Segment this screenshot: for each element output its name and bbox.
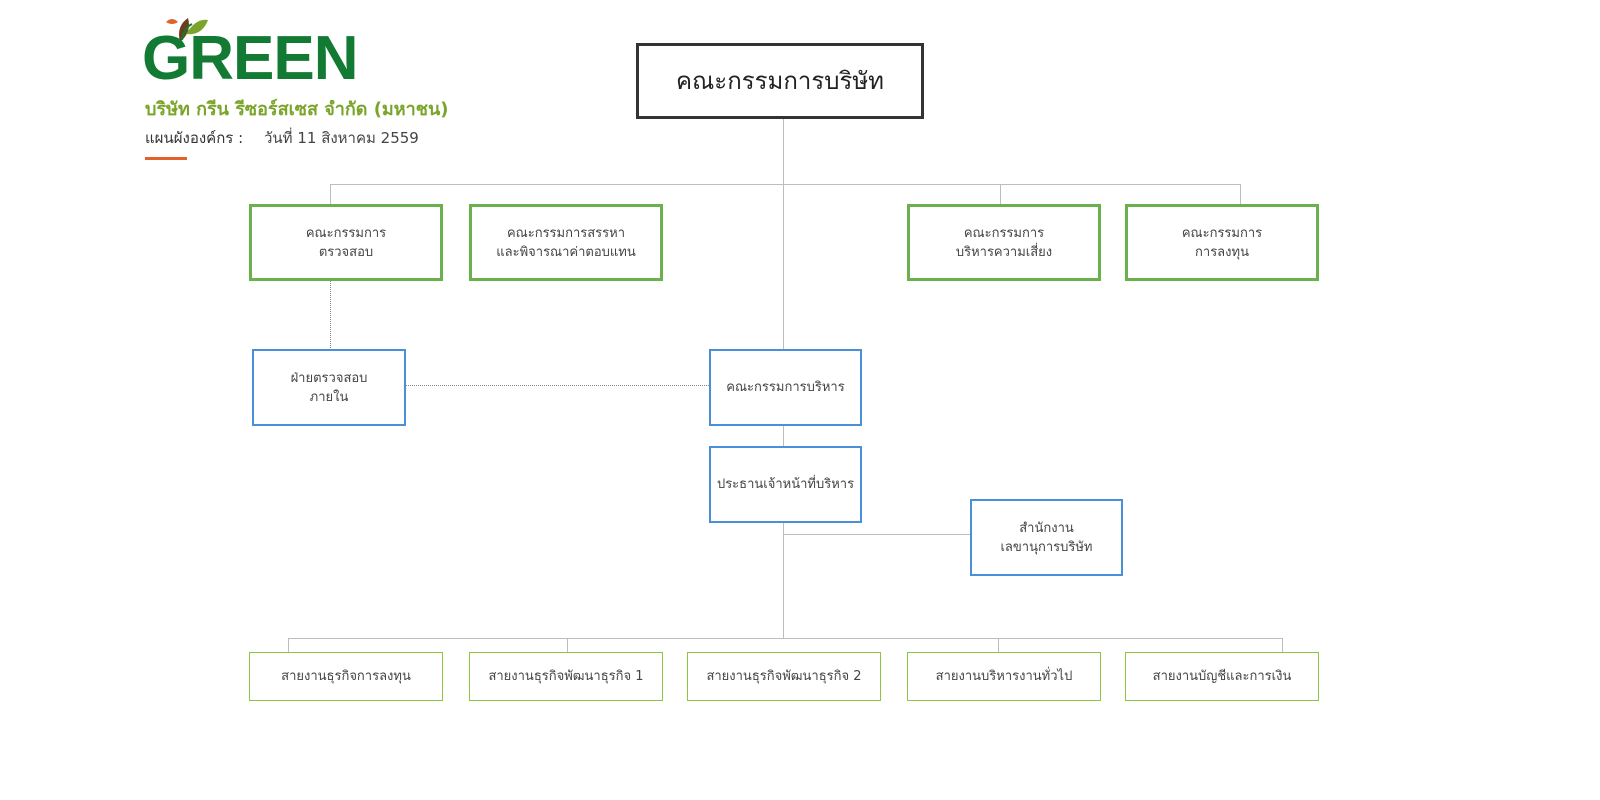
logo-wordmark: GREEN [142, 24, 358, 93]
box-line: สายงานธุรกิจพัฒนาธุรกิจ 2 [706, 669, 862, 684]
box-line: สายงานธุรกิจการลงทุน [281, 669, 411, 684]
chart-date: วันที่ 11 สิงหาคม 2559 [264, 129, 419, 147]
connector-line [1000, 184, 1001, 205]
box-line: บริหารความเสี่ยง [955, 244, 1053, 260]
board-of-directors-box: คณะกรรมการบริษัท [636, 43, 924, 119]
box-line: ตรวจสอบ [318, 244, 374, 260]
company-secretary-box: สำนักงาน เลขานุการบริษัท [970, 499, 1123, 576]
audit-committee-box: คณะกรรมการ ตรวจสอบ [249, 204, 443, 281]
connector-line [783, 534, 971, 535]
connector-line [567, 638, 568, 653]
dotted-connector [330, 281, 331, 350]
box-line: การลงทุน [1195, 244, 1249, 260]
connector-line [288, 638, 289, 653]
ceo-box: ประธานเจ้าหน้าที่บริหาร [709, 446, 862, 523]
box-line: สายงานธุรกิจพัฒนาธุรกิจ 1 [488, 669, 644, 684]
box-line: ประธานเจ้าหน้าที่บริหาร [716, 477, 855, 492]
box-line: คณะกรรมการ [305, 225, 387, 241]
division-box: สายงานบริหารงานทั่วไป [907, 652, 1101, 701]
box-line: สายงานบัญชีและการเงิน [1152, 669, 1292, 684]
risk-management-committee-box: คณะกรรมการ บริหารความเสี่ยง [907, 204, 1101, 281]
box-line: คณะกรรมการสรรหา [506, 225, 626, 241]
nomination-remuneration-committee-box: คณะกรรมการสรรหา และพิจารณาค่าตอบแทน [469, 204, 663, 281]
chart-label: แผนผังองค์กร : [145, 129, 244, 147]
connector-line [330, 184, 331, 205]
division-box: สายงานธุรกิจพัฒนาธุรกิจ 2 [687, 652, 881, 701]
internal-audit-box: ฝ่ายตรวจสอบ ภายใน [252, 349, 406, 426]
company-name: บริษัท กรีน รีซอร์สเซส จำกัด (มหาชน) [145, 99, 449, 120]
connector-line [998, 638, 999, 653]
box-line: คณะกรรมการ [1181, 225, 1263, 241]
header-underline [145, 157, 187, 160]
box-line: เลขานุการบริษัท [1000, 539, 1093, 555]
logo: GREEN [142, 14, 358, 90]
box-line: สายงานบริหารงานทั่วไป [935, 669, 1073, 684]
division-box: สายงานบัญชีและการเงิน [1125, 652, 1319, 701]
box-line: คณะกรรมการบริหาร [726, 380, 845, 395]
connector-line [330, 184, 1241, 185]
box-line: คณะกรรมการ [963, 225, 1045, 241]
leaf-icon [166, 18, 208, 42]
investment-committee-box: คณะกรรมการ การลงทุน [1125, 204, 1319, 281]
division-box: สายงานธุรกิจการลงทุน [249, 652, 443, 701]
box-line: ฝ่ายตรวจสอบ [290, 370, 368, 386]
board-label: คณะกรรมการบริษัท [675, 66, 884, 95]
division-box: สายงานธุรกิจพัฒนาธุรกิจ 1 [469, 652, 663, 701]
box-line: ภายใน [309, 389, 349, 405]
connector-line [1240, 184, 1241, 205]
connector-line [1282, 638, 1283, 653]
box-line: และพิจารณาค่าตอบแทน [496, 244, 636, 260]
executive-committee-box: คณะกรรมการบริหาร [709, 349, 862, 426]
dotted-connector [406, 385, 709, 386]
box-line: สำนักงาน [1019, 520, 1074, 536]
connector-line [288, 638, 1283, 639]
